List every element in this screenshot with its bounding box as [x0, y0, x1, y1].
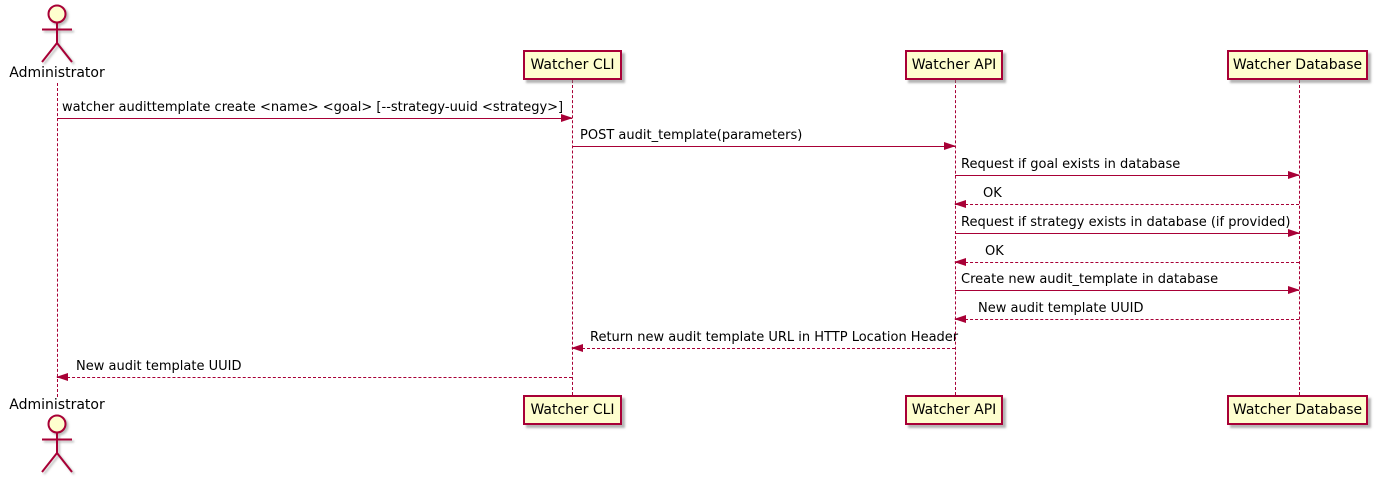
arrowhead-left-icon [571, 344, 583, 352]
lifeline-watcher-database [1299, 80, 1300, 395]
message-2-label: POST audit_template(parameters) [580, 128, 803, 143]
arrowhead-right-icon [1288, 229, 1300, 237]
arrowhead-left-icon [56, 373, 68, 381]
message-3-label: Request if goal exists in database [961, 157, 1181, 172]
participant-watcher-api-label: Watcher API [911, 57, 997, 73]
message-4-line [954, 200, 1299, 208]
arrowhead-left-icon [954, 258, 966, 266]
arrowhead-left-icon [954, 315, 966, 323]
arrowhead-right-icon [561, 114, 573, 122]
message-7-label: Create new audit_template in database [961, 272, 1219, 287]
message-5-label: Request if strategy exists in database (… [961, 215, 1291, 230]
participant-watcher-cli-bottom: Watcher CLI [523, 395, 622, 425]
lifeline-administrator [57, 83, 58, 397]
message-1-label: watcher audittemplate create <name> <goa… [62, 100, 564, 115]
message-6-line [954, 258, 1299, 266]
participant-watcher-api-bottom: Watcher API [905, 395, 1003, 425]
participant-watcher-api-top: Watcher API [905, 50, 1003, 80]
arrowhead-left-icon [954, 200, 966, 208]
lifeline-watcher-cli [572, 80, 573, 395]
message-5-line [955, 229, 1300, 237]
message-9-label: Return new audit template URL in HTTP Lo… [590, 330, 959, 345]
participant-watcher-database-label: Watcher Database [1232, 402, 1363, 418]
participant-watcher-api-label: Watcher API [911, 402, 997, 418]
participant-watcher-database-top: Watcher Database [1227, 50, 1368, 80]
participant-watcher-database-label: Watcher Database [1232, 57, 1363, 73]
participant-watcher-cli-label: Watcher CLI [530, 402, 615, 418]
actor-administrator-label-bottom: Administrator [9, 397, 105, 413]
message-4-label: OK [983, 186, 1002, 201]
message-9-line [571, 344, 955, 352]
lifeline-watcher-api [955, 80, 956, 395]
actor-administrator-icon [35, 414, 80, 474]
message-7-line [955, 286, 1300, 294]
message-10-label: New audit template UUID [76, 359, 242, 374]
arrowhead-right-icon [1288, 171, 1300, 179]
message-8-label: New audit template UUID [978, 301, 1144, 316]
message-1-line [57, 114, 573, 122]
message-2-line [572, 142, 956, 150]
participant-watcher-cli-label: Watcher CLI [530, 57, 615, 73]
participant-watcher-database-bottom: Watcher Database [1227, 395, 1368, 425]
actor-administrator-label-top: Administrator [9, 65, 105, 81]
participant-watcher-cli-top: Watcher CLI [523, 50, 622, 80]
arrowhead-right-icon [1288, 286, 1300, 294]
message-10-line [56, 373, 572, 381]
message-8-line [954, 315, 1299, 323]
message-6-label: OK [985, 244, 1004, 259]
arrowhead-right-icon [944, 142, 956, 150]
message-3-line [955, 171, 1300, 179]
actor-administrator-icon [35, 4, 80, 64]
